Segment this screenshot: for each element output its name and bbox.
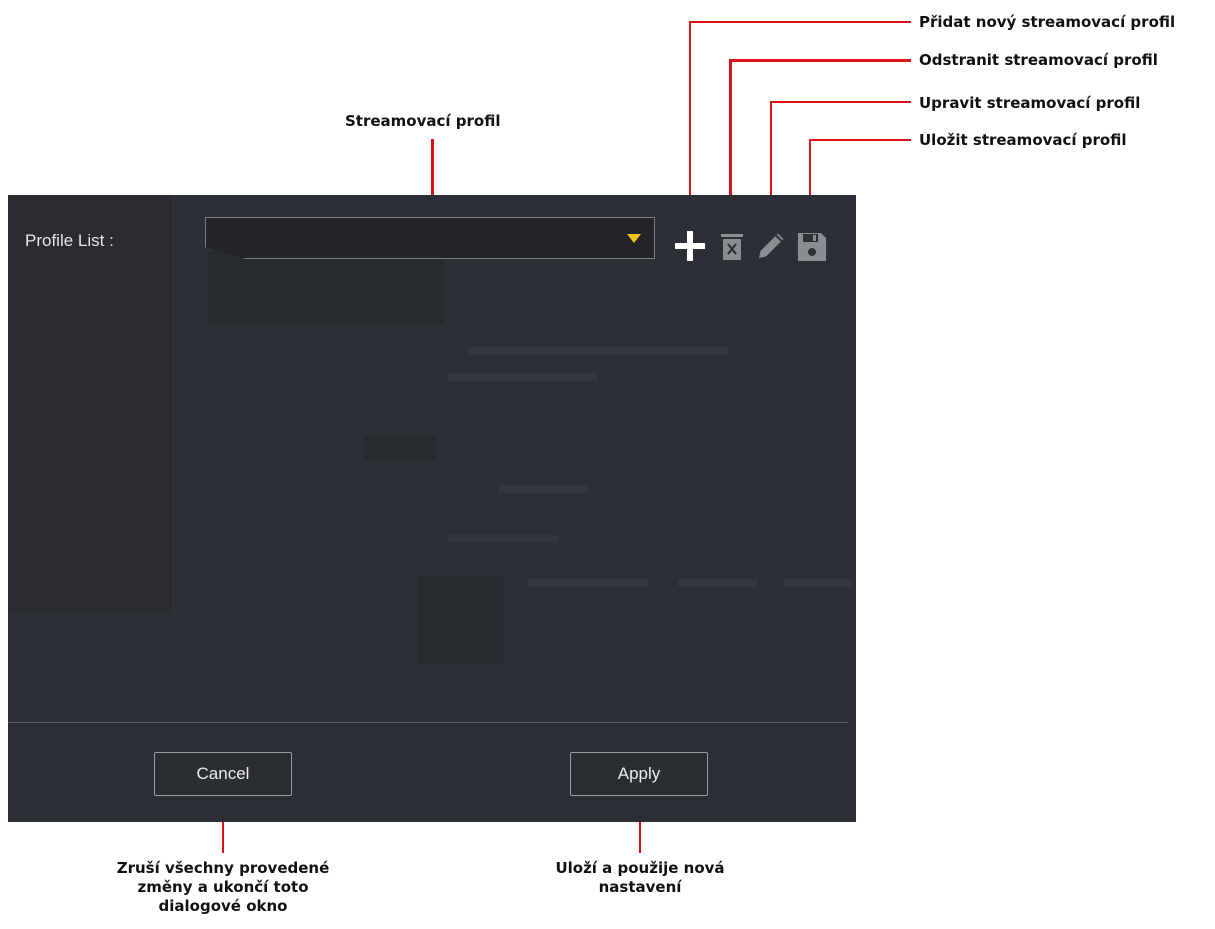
callout-line-edit-h xyxy=(770,101,911,103)
edit-profile-button[interactable] xyxy=(756,229,788,261)
background-preview xyxy=(418,575,504,665)
callout-line-delete-v xyxy=(729,59,732,219)
plus-icon xyxy=(675,231,705,261)
delete-profile-button[interactable] xyxy=(720,233,744,261)
add-profile-button[interactable] xyxy=(673,229,707,263)
trash-icon xyxy=(721,234,743,260)
callout-line-save-v xyxy=(809,139,811,219)
callout-cancel-note: Zruší všechny provedené změny a ukončí t… xyxy=(73,859,373,915)
callout-add-profile: Přidat nový streamovací profil xyxy=(919,13,1176,31)
background-sidebar xyxy=(8,195,174,613)
cancel-button[interactable]: Cancel xyxy=(154,752,292,796)
callout-save-profile: Uložit streamovací profil xyxy=(919,131,1127,149)
footer-divider xyxy=(8,722,848,723)
profile-list-select[interactable] xyxy=(205,217,655,259)
callout-cancel-line: změny a ukončí toto xyxy=(137,877,309,896)
callout-cancel-line: dialogové okno xyxy=(158,896,288,915)
background-tag xyxy=(364,437,436,461)
background-text-line xyxy=(528,579,648,587)
callout-apply-note: Uloží a použije nová nastavení xyxy=(490,859,790,897)
callout-apply-line: nastavení xyxy=(598,877,682,896)
callout-line-cancel xyxy=(222,795,224,853)
background-text-line xyxy=(783,579,853,587)
callout-streaming-profile: Streamovací profil xyxy=(345,112,501,130)
callout-cancel-line: Zruší všechny provedené xyxy=(116,859,330,877)
callout-line-save-h xyxy=(809,139,911,141)
callout-line-streaming xyxy=(431,139,434,218)
save-profile-button[interactable] xyxy=(796,231,828,263)
callout-line-add-v xyxy=(689,21,691,218)
callout-apply-line: Uloží a použije nová xyxy=(555,859,725,877)
background-text-line xyxy=(498,485,588,493)
callout-line-edit-v xyxy=(770,101,772,219)
callout-line-apply xyxy=(639,795,641,853)
apply-button[interactable]: Apply xyxy=(570,752,708,796)
dropdown-caret-icon xyxy=(627,234,641,243)
background-text-line xyxy=(468,347,728,355)
background-text-line xyxy=(678,579,758,587)
callout-line-delete-h xyxy=(729,59,911,62)
pencil-icon xyxy=(759,233,784,258)
callout-delete-profile: Odstranit streamovací profil xyxy=(919,51,1158,69)
floppy-disk-icon xyxy=(798,233,826,261)
callout-line-add-h xyxy=(689,21,911,23)
background-text-line xyxy=(448,535,558,543)
streaming-profile-dialog: Profile List : Canc xyxy=(8,195,856,822)
background-text-line xyxy=(448,373,598,381)
callout-edit-profile: Upravit streamovací profil xyxy=(919,94,1141,112)
background-thumbnail xyxy=(208,251,444,325)
profile-list-label: Profile List : xyxy=(25,231,114,250)
